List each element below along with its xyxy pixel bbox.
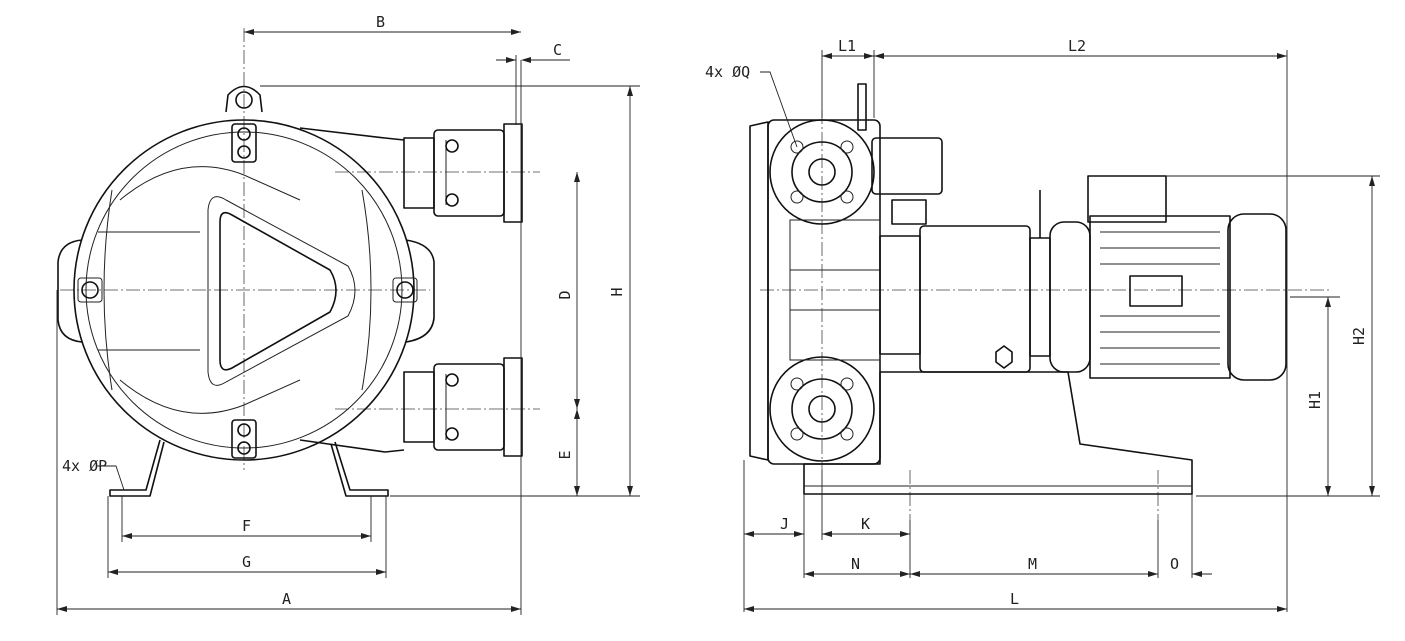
label-C: C: [553, 41, 562, 59]
label-B: B: [376, 13, 385, 31]
label-L2: L2: [1068, 37, 1086, 55]
dimension-labels: A B C D E F G H 4x ØP 4x ØQ L1 L2 H1 H2 …: [62, 13, 1368, 608]
label-N: N: [851, 555, 860, 573]
label-Q: 4x ØQ: [705, 63, 750, 81]
label-D: D: [556, 290, 574, 299]
label-A: A: [282, 590, 291, 608]
label-G: G: [242, 553, 251, 571]
label-L1: L1: [838, 37, 856, 55]
label-H1: H1: [1306, 391, 1324, 409]
base-plate: [803, 371, 1193, 495]
label-O: O: [1170, 555, 1179, 573]
label-M: M: [1028, 555, 1037, 573]
label-H2: H2: [1350, 327, 1368, 345]
label-H: H: [608, 287, 626, 296]
gearbox: [879, 190, 1051, 373]
upper-port: [403, 123, 523, 223]
label-L: L: [1010, 590, 1019, 608]
label-J: J: [780, 515, 789, 533]
pump-housing: [57, 119, 435, 461]
label-E: E: [556, 450, 574, 459]
label-F: F: [242, 517, 251, 535]
dimensions-front: [56, 29, 640, 615]
label-P: 4x ØP: [62, 457, 107, 475]
motor: [1049, 175, 1287, 381]
lower-port: [403, 357, 523, 457]
front-view: [56, 28, 640, 615]
dimensions-side: [743, 50, 1380, 612]
lifting-eye: [225, 85, 263, 113]
feet: [109, 439, 389, 497]
pump-head: [749, 83, 943, 465]
label-K: K: [861, 515, 870, 533]
side-view: [743, 50, 1380, 612]
